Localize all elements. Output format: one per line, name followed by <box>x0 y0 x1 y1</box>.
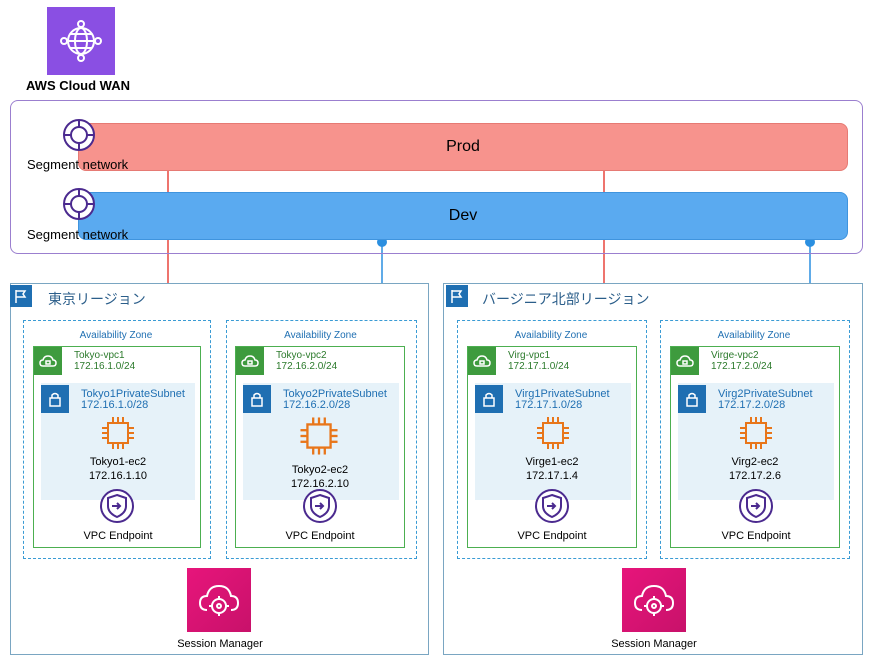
ec2-name: Tokyo1-ec2 <box>89 456 147 468</box>
vpc-cloud-lock-icon <box>671 347 699 375</box>
ec2-ip: 172.16.1.10 <box>88 470 148 482</box>
availability-zone <box>23 320 211 559</box>
ec2-name: Virge1-ec2 <box>525 456 579 468</box>
ec2-instance-icon <box>537 417 569 449</box>
subnet-lock-icon <box>475 385 503 413</box>
subnet-lock-icon <box>41 385 69 413</box>
vpc-name: Tokyo-vpc1 <box>74 350 125 361</box>
segment-dev-name: Dev <box>448 207 478 224</box>
az-label: Availability Zone <box>79 330 153 341</box>
segment-dev-label: Segment network <box>27 227 129 242</box>
endpoint-label: VPC Endpoint <box>285 530 355 542</box>
ec2-instance-icon <box>102 417 134 449</box>
ec2-name: Tokyo2-ec2 <box>291 464 349 476</box>
az-label: Availability Zone <box>514 330 588 341</box>
vpc-cidr: 172.17.2.0/24 <box>711 361 773 372</box>
vpc-cloud-lock-icon <box>236 347 264 375</box>
subnet-lock-icon <box>678 385 706 413</box>
subnet-name: Tokyo2PrivateSubnet <box>283 388 387 400</box>
subnet-lock-icon <box>243 385 271 413</box>
vpc-endpoint-icon <box>739 489 773 523</box>
region-flag-icon <box>446 285 468 307</box>
subnet-cidr: 172.16.1.0/28 <box>81 399 149 411</box>
ec2-ip: 172.17.2.6 <box>729 470 781 482</box>
cloud-wan-label: AWS Cloud WAN <box>26 78 130 93</box>
vpc-endpoint-icon <box>303 489 337 523</box>
endpoint-label: VPC Endpoint <box>721 530 791 542</box>
subnet-name: Tokyo1PrivateSubnet <box>81 388 185 400</box>
vpc-endpoint-icon <box>100 489 134 523</box>
vpc-cidr: 172.16.1.0/24 <box>74 361 136 372</box>
subnet-cidr: 172.16.2.0/28 <box>283 399 351 411</box>
cloud-wan-icon-tile <box>47 7 115 75</box>
vpc-name: Virge-vpc2 <box>711 350 759 361</box>
availability-zone <box>226 320 417 559</box>
segment-prod-name: Prod <box>446 138 480 155</box>
az-label: Availability Zone <box>284 330 357 341</box>
session-manager-icon <box>198 584 240 616</box>
session-manager-tile[interactable] <box>187 568 251 632</box>
segment-dev[interactable]: Dev <box>78 192 848 240</box>
globe-network-icon <box>60 20 102 62</box>
ec2-ip: 172.16.2.10 <box>290 478 350 490</box>
region-virginia-title: バージニア北部リージョン <box>482 291 650 307</box>
ec2-instance-icon <box>300 417 338 455</box>
session-manager-label: Session Manager <box>611 638 697 650</box>
region-flag-icon <box>10 285 32 307</box>
subnet-name: Virg1PrivateSubnet <box>515 388 610 400</box>
ec2-ip: 172.17.1.4 <box>526 470 578 482</box>
session-manager-tile[interactable] <box>622 568 686 632</box>
region-tokyo-title: 東京リージョン <box>48 291 146 307</box>
subnet-cidr: 172.17.1.0/28 <box>515 399 583 411</box>
segment-network-icon <box>63 119 95 151</box>
vpc-name: Virg-vpc1 <box>508 350 551 361</box>
availability-zone <box>457 320 647 559</box>
vpc-cidr: 172.16.2.0/24 <box>276 361 338 372</box>
subnet-cidr: 172.17.2.0/28 <box>718 399 786 411</box>
subnet-name: Virg2PrivateSubnet <box>718 388 813 400</box>
vpc-cloud-lock-icon <box>468 347 496 375</box>
segment-network-icon <box>63 188 95 220</box>
cloud-wan-container <box>10 100 863 254</box>
availability-zone <box>660 320 850 559</box>
ec2-name: Virg2-ec2 <box>731 456 779 468</box>
vpc-name: Tokyo-vpc2 <box>276 350 327 361</box>
session-manager-icon <box>633 584 675 616</box>
session-manager-label: Session Manager <box>177 638 263 650</box>
vpc-cidr: 172.17.1.0/24 <box>508 361 570 372</box>
endpoint-label: VPC Endpoint <box>517 530 587 542</box>
segment-prod-label: Segment network <box>27 157 129 172</box>
endpoint-label: VPC Endpoint <box>83 530 153 542</box>
vpc-cloud-lock-icon <box>34 347 62 375</box>
az-label: Availability Zone <box>717 330 791 341</box>
vpc-endpoint-icon <box>535 489 569 523</box>
segment-prod[interactable]: Prod <box>78 123 848 171</box>
ec2-instance-icon <box>740 417 772 449</box>
